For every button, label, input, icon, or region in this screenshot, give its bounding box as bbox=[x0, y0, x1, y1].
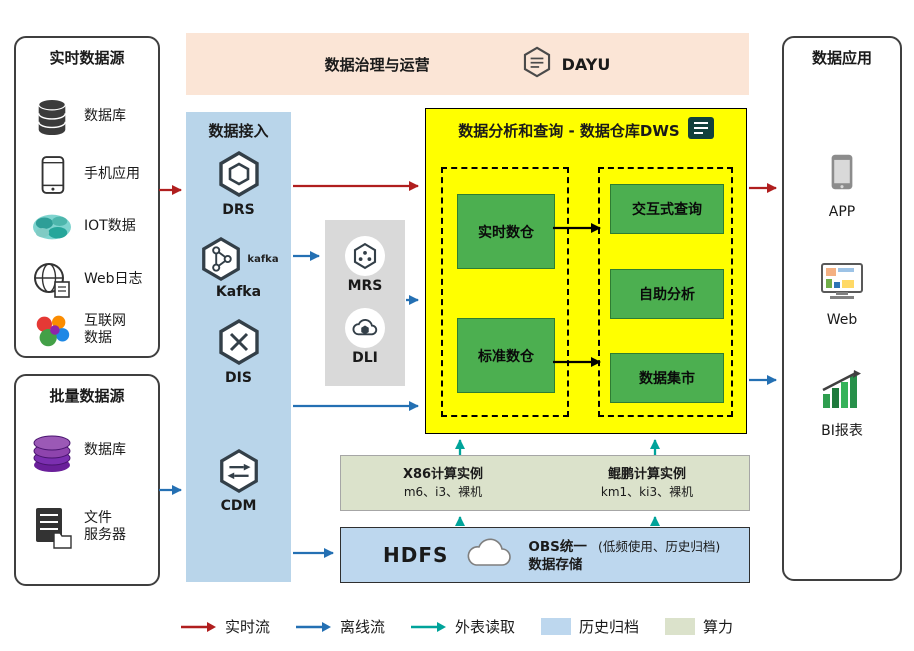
obs-line1: OBS统一 bbox=[528, 538, 587, 555]
kafka-logo-text: kafka bbox=[247, 253, 279, 265]
drs-icon bbox=[186, 150, 291, 198]
data-mart-box: 数据集市 bbox=[610, 353, 724, 403]
services-group: 交互式查询 自助分析 数据集市 bbox=[598, 167, 733, 417]
dws-panel: 数据分析和查询 - 数据仓库DWS 实时数仓 标准数仓 交互式查询 自助分析 数… bbox=[425, 108, 747, 434]
x86-title: X86计算实例 bbox=[402, 467, 484, 483]
list-item: 数据库 bbox=[28, 428, 152, 474]
bi-report-icon bbox=[819, 368, 865, 414]
list-item: 手机应用 bbox=[28, 154, 152, 196]
x86-compute: X86计算实例 m6、i3、裸机 bbox=[341, 456, 545, 510]
kafka-icon: kafka bbox=[186, 236, 291, 282]
internet-data-icon bbox=[28, 310, 76, 350]
governance-title: 数据治理与运营 bbox=[324, 55, 430, 74]
dayu-label: DAYU bbox=[561, 54, 611, 74]
list-item: BI报表 bbox=[784, 368, 900, 440]
source-label: 互联网 数据 bbox=[84, 312, 126, 347]
applications-title: 数据应用 bbox=[811, 49, 872, 67]
realtime-sources-title: 实时数据源 bbox=[49, 49, 125, 67]
legend-label: 算力 bbox=[703, 618, 734, 636]
compute-swatch-icon bbox=[665, 618, 696, 635]
list-item: 文件 服务器 bbox=[28, 504, 152, 550]
warehouse-group: 实时数仓 标准数仓 bbox=[441, 167, 569, 417]
kunpeng-compute: 鲲鹏计算实例 km1、ki3、裸机 bbox=[545, 456, 749, 510]
source-label: 数据库 bbox=[84, 108, 126, 125]
hdfs-label: HDFS bbox=[383, 543, 449, 567]
dws-title: 数据分析和查询 - 数据仓库DWS bbox=[458, 121, 680, 140]
legend-label: 历史归档 bbox=[579, 618, 640, 636]
cdm-icon bbox=[186, 448, 291, 494]
x86-models: m6、i3、裸机 bbox=[403, 484, 483, 499]
processing-item-label: MRS bbox=[347, 278, 383, 294]
obs-line2: 数据存储 bbox=[528, 556, 583, 573]
list-item: 数据库 bbox=[28, 96, 152, 138]
processing-panel: MRS DLI bbox=[325, 220, 405, 386]
iot-icon bbox=[28, 208, 76, 246]
dis-icon bbox=[186, 318, 291, 366]
dws-header: 数据分析和查询 - 数据仓库DWS bbox=[426, 117, 746, 143]
legend-label: 实时流 bbox=[224, 618, 270, 636]
source-label: 数据库 bbox=[84, 442, 126, 459]
file-server-icon bbox=[28, 504, 76, 550]
legend-item-realtime-flow: 实时流 bbox=[180, 616, 270, 637]
application-label: APP bbox=[828, 204, 856, 220]
web-log-icon bbox=[28, 260, 76, 300]
legend-item-external-read: 外表读取 bbox=[410, 616, 515, 637]
kunpeng-models: km1、ki3、裸机 bbox=[600, 484, 694, 499]
realtime-warehouse-box: 实时数仓 bbox=[457, 194, 555, 269]
legend-item-offline-flow: 离线流 bbox=[295, 616, 385, 637]
mobile-app-icon bbox=[28, 154, 76, 196]
ingestion-title: 数据接入 bbox=[208, 122, 269, 140]
batch-sources-title: 批量数据源 bbox=[49, 387, 125, 405]
ingestion-item-label: CDM bbox=[220, 498, 257, 514]
web-monitor-icon bbox=[818, 260, 866, 306]
list-item: APP bbox=[784, 150, 900, 220]
standard-warehouse-box: 标准数仓 bbox=[457, 318, 555, 393]
dws-doc-icon bbox=[687, 117, 714, 143]
legend-label: 离线流 bbox=[339, 618, 385, 636]
legend: 实时流 离线流 外表读取 历史归档 算力 bbox=[0, 616, 914, 637]
obs-note: (低频使用、历史归档) bbox=[598, 538, 721, 554]
mrs-icon bbox=[345, 236, 385, 276]
list-item: IOT数据 bbox=[28, 208, 152, 246]
applications-panel: 数据应用 APP Web BI报表 bbox=[782, 36, 902, 581]
list-item: Web日志 bbox=[28, 260, 152, 300]
ingestion-item-label: DRS bbox=[222, 202, 255, 218]
kunpeng-title: 鲲鹏计算实例 bbox=[607, 467, 686, 483]
app-phone-icon bbox=[823, 150, 861, 198]
interactive-query-box: 交互式查询 bbox=[610, 184, 724, 234]
dayu-product: DAYU bbox=[520, 45, 611, 83]
ingestion-item-label: DIS bbox=[225, 370, 252, 386]
application-label: BI报表 bbox=[821, 423, 863, 439]
self-service-analysis-box: 自助分析 bbox=[610, 269, 724, 319]
governance-bar: 数据治理与运营 DAYU bbox=[186, 33, 749, 95]
source-label: 手机应用 bbox=[84, 166, 140, 183]
batch-sources-panel: 批量数据源 数据库 文件 服务器 bbox=[14, 374, 160, 586]
legend-item-compute: 算力 bbox=[665, 616, 733, 637]
application-label: Web bbox=[826, 312, 858, 328]
realtime-sources-panel: 实时数据源 数据库 手机应用 IOT数据 Web日志 bbox=[14, 36, 160, 358]
external-read-arrow-icon bbox=[410, 621, 446, 632]
storage-panel: HDFS OBS统一 (低频使用、历史归档) 数据存储 bbox=[340, 527, 750, 583]
archive-swatch-icon bbox=[541, 618, 571, 635]
offline-flow-arrow-icon bbox=[295, 621, 331, 632]
list-item: Web bbox=[784, 260, 900, 328]
database-icon bbox=[28, 96, 76, 138]
list-item: 互联网 数据 bbox=[28, 310, 152, 350]
dli-icon bbox=[345, 308, 385, 348]
source-label: Web日志 bbox=[84, 271, 143, 288]
legend-item-archive: 历史归档 bbox=[541, 616, 639, 637]
dayu-icon bbox=[520, 45, 554, 83]
source-label: IOT数据 bbox=[84, 218, 136, 235]
realtime-flow-arrow-icon bbox=[180, 621, 216, 632]
ingestion-panel: 数据接入 DRS kafka Kafka DIS CDM bbox=[186, 112, 291, 582]
obs-text: OBS统一 (低频使用、历史归档) 数据存储 bbox=[528, 536, 720, 574]
source-label: 文件 服务器 bbox=[84, 509, 126, 544]
ingestion-item-label: Kafka bbox=[215, 284, 262, 300]
database-purple-icon bbox=[28, 428, 76, 474]
legend-label: 外表读取 bbox=[454, 618, 515, 636]
compute-panel: X86计算实例 m6、i3、裸机 鲲鹏计算实例 km1、ki3、裸机 bbox=[340, 455, 750, 511]
processing-item-label: DLI bbox=[352, 350, 378, 366]
obs-cloud-icon bbox=[464, 537, 512, 573]
